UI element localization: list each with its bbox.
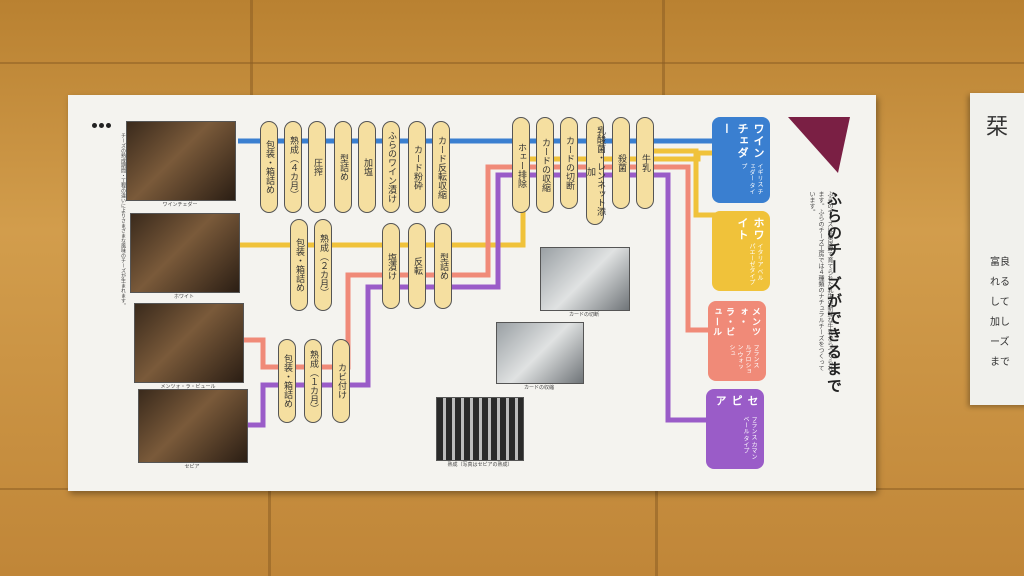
product-wine-cheddar: ワインチェダー イギリス チェダー タイプ — [712, 117, 770, 203]
step-curd-crush: カード粉砕 — [408, 121, 426, 213]
step-curd-flip: カード反転収縮 — [432, 121, 450, 213]
step-sterilize: 殺菌 — [612, 117, 630, 209]
photo-sepia — [138, 389, 248, 463]
photo-caption-white: ホワイト — [173, 294, 194, 300]
bullet-dot — [99, 123, 104, 128]
line-white — [238, 150, 713, 248]
step-mold-fill: 型詰め — [334, 121, 352, 213]
photo-caption-wine-cheddar: ワインチェダー — [162, 202, 198, 208]
step-age-2m: 熟成（２カ月） — [314, 219, 332, 311]
step-salt: 加塩 — [358, 121, 376, 213]
left-description: チーズの熟成期間・工程の違いによりさまざまな風味のチーズが生まれます。 — [120, 133, 126, 308]
step-age-1m: 熟成（１カ月） — [304, 339, 322, 423]
caption-curd-collect: カードの収縮 — [523, 385, 554, 391]
step-salt-soak: 塩漬け — [382, 223, 400, 309]
line-white-out — [638, 148, 718, 218]
wall-seam — [0, 62, 1024, 64]
photo-caption-mentuo: メンツォ・ラ・ビュール — [160, 384, 216, 390]
step-pack-2: 包装・箱詰め — [290, 219, 308, 311]
wall-seam — [655, 490, 658, 576]
step-curd-shrink: カードの収縮 — [536, 117, 554, 213]
side-sign-text: 富良 れる して 加し ーズ まで — [990, 257, 1010, 368]
photo-wine-cheddar: ワインチェダー — [126, 121, 236, 201]
caption-curd-cutting: カードの切断 — [568, 312, 599, 318]
step-press: 圧搾 — [308, 121, 326, 213]
bullet-dot — [92, 123, 97, 128]
photo-caption-sepia: セピア — [184, 464, 200, 470]
step-pack-3: 包装・箱詰め — [278, 339, 296, 423]
cheese-process-board: チーズの熟成期間・工程の違いによりさまざまな風味のチーズが生まれます。 ワインチ… — [68, 95, 876, 491]
wall-seam — [662, 0, 665, 95]
step-mold-apply: カビ付け — [332, 339, 350, 423]
step-milk: 牛乳 — [636, 117, 654, 209]
step-age-4m: 熟成（４カ月） — [284, 121, 302, 213]
product-mentuo: メンツォ・ラ・ビュール フランス ルブロション ウォッシュ — [708, 301, 766, 381]
wall-seam — [268, 490, 271, 576]
photo-white — [130, 213, 240, 293]
board-title: ふらのチーズができるまで — [825, 191, 843, 395]
caption-aging: 熟成（写真はセピアの熟成） — [447, 462, 513, 468]
step-lactic-rennet: 乳酸菌・レンネット添加 — [585, 117, 605, 225]
step-flip: 反転 — [408, 223, 426, 309]
wall-seam — [250, 0, 253, 95]
step-pack-1: 包装・箱詰め — [260, 121, 278, 213]
photo-mentuo — [134, 303, 244, 383]
photo-aging — [436, 397, 524, 461]
step-whey-remove: ホェー排除 — [512, 117, 530, 213]
intro-text: ふらのチーズは富良野で育てられた乳牛の新鮮な牛乳からつくられます。ふらのチーズ工… — [808, 191, 833, 371]
photo-curd-cutting — [540, 247, 630, 311]
line-sepia — [238, 172, 718, 428]
side-sign-title: 栞 — [986, 115, 1009, 140]
product-sepia: セピア フランス カマンベール タイプ — [706, 389, 764, 469]
product-white: ホワイト イタリア ベルパエーゼタイプ — [712, 211, 770, 291]
step-curd-cut: カードの切断 — [560, 117, 578, 209]
step-mold-fill-2: 型詰め — [434, 223, 452, 309]
photo-curd-collect — [496, 322, 584, 384]
bullet-dot — [106, 123, 111, 128]
corner-triangle — [788, 117, 850, 173]
step-wine-soak: ふらのワイン漬け — [382, 121, 400, 213]
side-sign-board: 栞 富良 れる して 加し ーズ まで — [970, 93, 1024, 405]
